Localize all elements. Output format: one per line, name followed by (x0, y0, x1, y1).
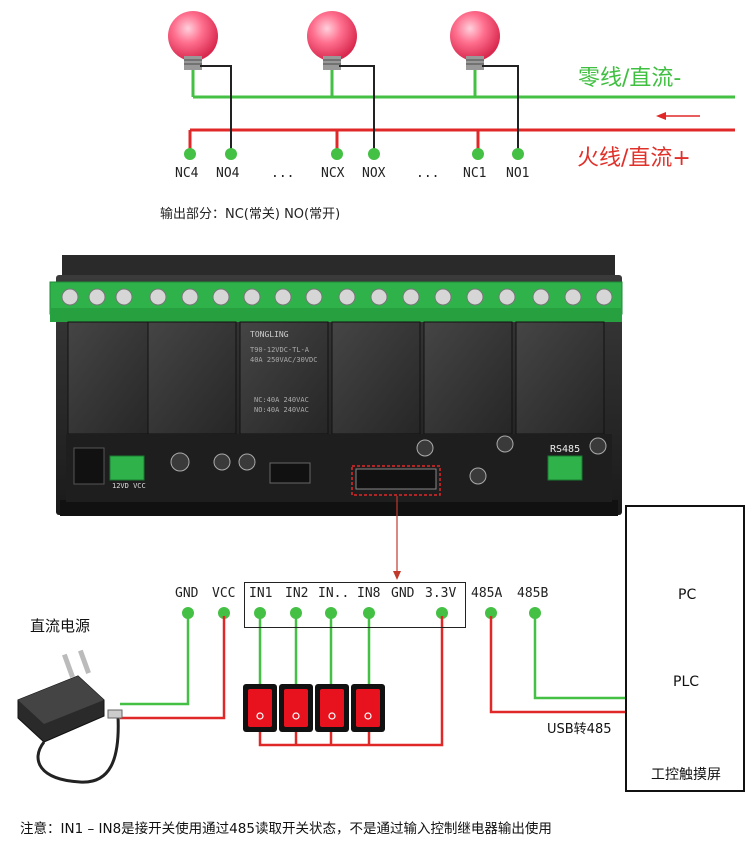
relay-brand: TONGLING (250, 330, 289, 339)
output-label-nc4: NC4 (175, 166, 199, 181)
power-jack (73, 447, 105, 485)
rocker-switch-2 (279, 684, 313, 732)
output-label-ncx: NCX (321, 166, 345, 181)
touchscreen-label: 工控触摸屏 (651, 767, 721, 783)
capacitors (170, 435, 607, 485)
output-label-ellipsis-2: ... (416, 166, 440, 181)
pin-label-3v3: 3.3V (425, 586, 457, 601)
relay-6 (515, 321, 605, 435)
rocker-switch-3 (315, 684, 349, 732)
neutral-wire (191, 70, 735, 99)
bulb-3 (450, 11, 500, 70)
relay-3 (239, 321, 329, 435)
neutral-wire-label: 零线/直流- (578, 66, 682, 91)
output-label-no4: NO4 (216, 166, 240, 181)
power-supply-label: 直流电源 (30, 617, 91, 635)
rs485-port-label: RS485 (550, 444, 581, 455)
usage-note: 注意：IN1 – IN8是接开关使用通过485读取开关状态，不是通过输入控制继电… (20, 821, 552, 837)
header-pointer (393, 496, 401, 580)
input-pin-group-box (244, 582, 466, 628)
rocker-switch-1 (243, 684, 277, 732)
output-label-nc1: NC1 (463, 166, 487, 181)
output-label-ellipsis-1: ... (271, 166, 295, 181)
relay-5 (423, 321, 513, 435)
terminal-screws (61, 288, 613, 306)
rs485-wires (489, 616, 626, 714)
usb-485-label: USB转485 (547, 722, 612, 737)
pin-label-in8: IN8 (357, 586, 381, 601)
relay-nc-rating: NC:40A 240VAC (254, 396, 309, 404)
output-label-nox: NOX (362, 166, 386, 181)
bulb-1 (168, 11, 218, 70)
pin-label-485b: 485B (517, 586, 549, 601)
relay-board (49, 255, 623, 516)
pin-label-in-range: IN.. (318, 586, 350, 601)
relay-4 (331, 321, 421, 435)
pin-label-485a: 485A (471, 586, 503, 601)
pin-label-gnd: GND (175, 586, 199, 601)
relay-model: T90-12VDC-TL-A (250, 346, 310, 354)
relay-rating: 40A 250VAC/30VDC (250, 356, 318, 364)
pin-label-in1: IN1 (249, 586, 273, 601)
input-pin-dots (182, 607, 541, 619)
plc-label: PLC (673, 674, 700, 690)
switch-wires (258, 616, 444, 747)
output-label-no1: NO1 (506, 166, 530, 181)
pin-label-in2: IN2 (285, 586, 309, 601)
pin-label-vcc: VCC (212, 586, 236, 601)
pin-label-gnd-2: GND (391, 586, 415, 601)
power-adapter-icon (17, 649, 123, 784)
chip (269, 462, 311, 484)
power-port-label: 12VD VCC (112, 482, 146, 490)
relay-2 (147, 321, 237, 435)
bulb-return-wires (200, 65, 519, 152)
relay-no-rating: NO:40A 240VAC (254, 406, 309, 414)
current-arrow (656, 112, 700, 120)
relay-1 (67, 321, 153, 435)
rocker-switch-4 (351, 684, 385, 732)
pc-label: PC (678, 587, 697, 603)
output-terminals (184, 148, 524, 160)
power-wires (120, 616, 226, 720)
device-box (625, 505, 745, 792)
bulb-2 (307, 11, 357, 70)
live-wire-label: 火线/直流+ (577, 146, 691, 171)
output-description: 输出部分：NC(常关) NO(常开) (160, 207, 341, 222)
pcb-green-terminals (109, 455, 583, 481)
input-header (355, 468, 437, 490)
